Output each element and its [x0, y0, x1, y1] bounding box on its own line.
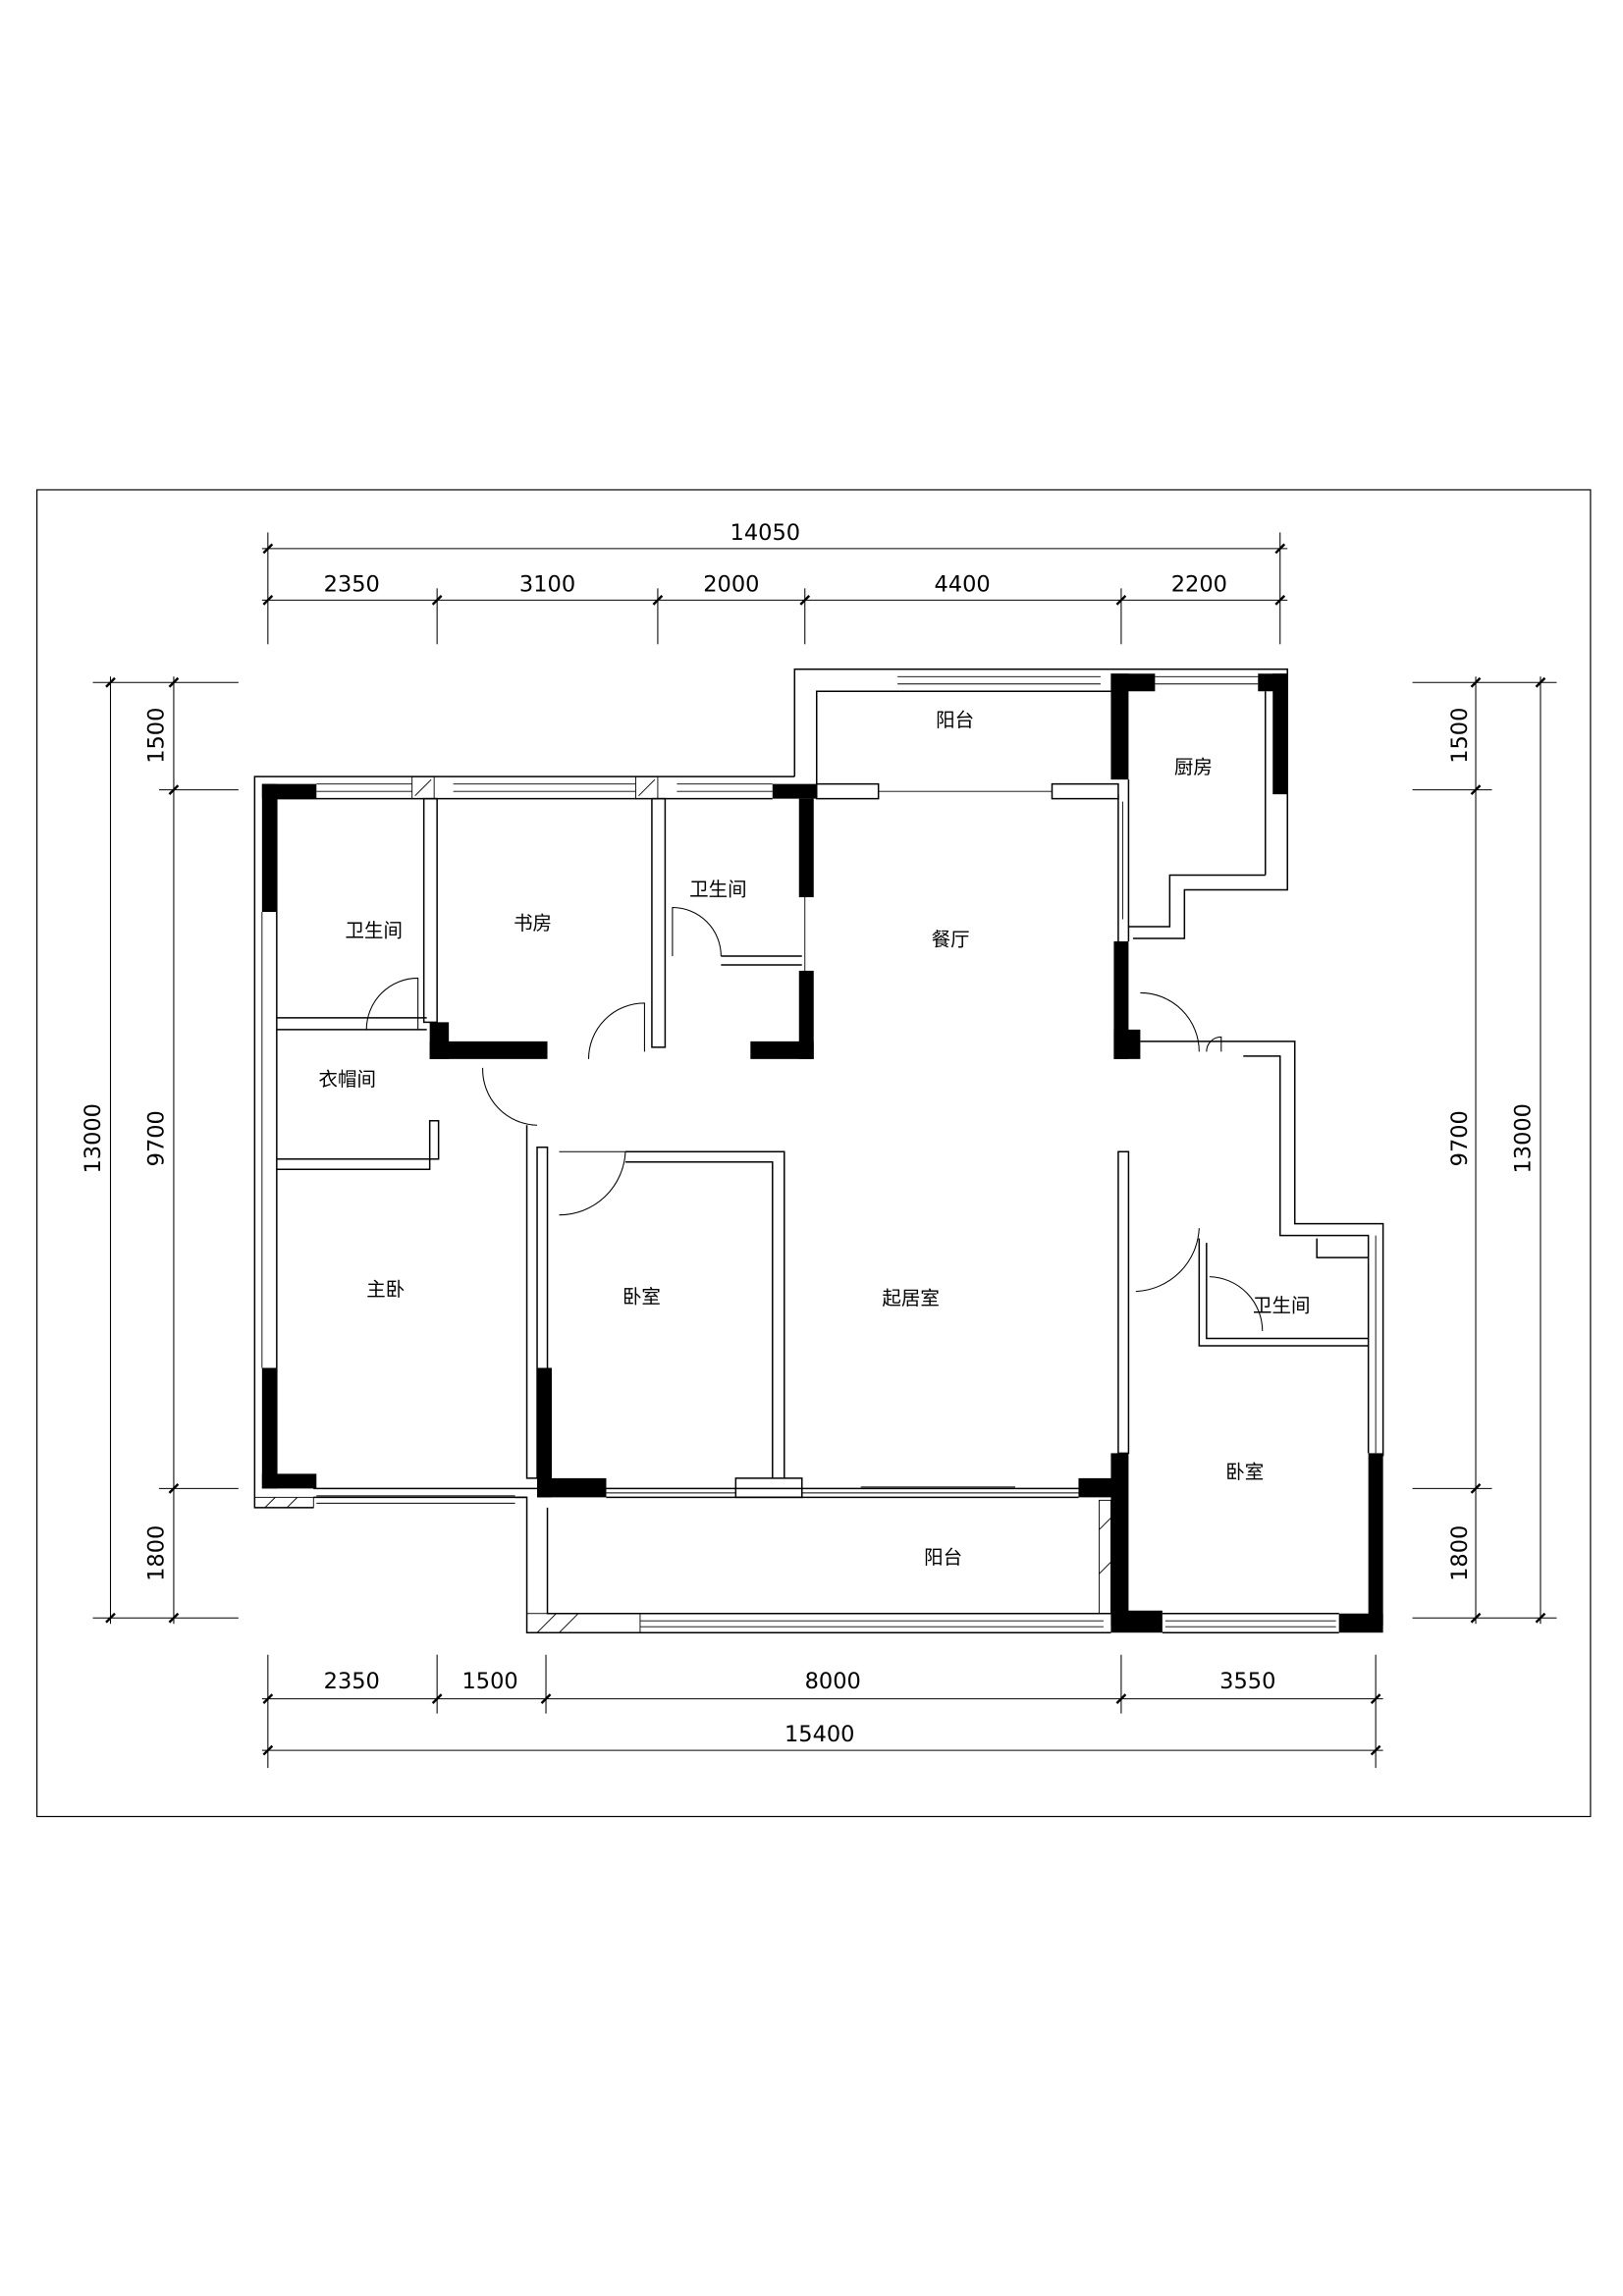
dim-top-segment: 2200 [1171, 571, 1227, 597]
dimension-left [92, 676, 239, 1625]
room-label-bathroom-public: 卫生间 [689, 879, 746, 901]
dim-right-total: 13000 [1510, 1103, 1536, 1173]
room-label-master-bedroom: 主卧 [366, 1278, 405, 1301]
room-label-bedroom-middle: 卧室 [622, 1286, 661, 1308]
hatched-columns [253, 775, 1111, 1633]
dim-left-segment: 1800 [143, 1525, 169, 1581]
structural-columns [261, 673, 1383, 1633]
room-label-living-room: 起居室 [882, 1287, 939, 1309]
dim-top-total: 14050 [730, 520, 800, 546]
room-label-cloakroom: 衣帽间 [319, 1068, 376, 1091]
dim-left-segment: 1500 [143, 708, 169, 764]
dim-right-segment: 9700 [1447, 1110, 1473, 1166]
dim-bottom-total: 15400 [784, 1722, 854, 1747]
dim-bottom-segment: 1500 [462, 1669, 518, 1694]
dim-left-segment: 9700 [143, 1110, 169, 1166]
dimension-bottom [261, 1654, 1383, 1769]
room-label-kitchen: 厨房 [1174, 756, 1213, 778]
dim-top-segment: 4400 [934, 571, 990, 597]
dim-bottom-segment: 3550 [1219, 1669, 1275, 1694]
dim-bottom-segment: 2350 [324, 1669, 380, 1694]
dim-right-segment: 1500 [1447, 708, 1473, 764]
room-label-balcony-south: 阳台 [924, 1546, 962, 1569]
windows [261, 675, 1377, 1628]
room-label-bathroom-east: 卫生间 [1253, 1295, 1310, 1317]
doors [365, 906, 1264, 1332]
dim-top-segment: 2000 [703, 571, 759, 597]
dim-top-segment: 3100 [519, 571, 575, 597]
dim-bottom-segment: 8000 [805, 1669, 861, 1694]
room-label-balcony-north: 阳台 [936, 709, 974, 731]
dim-top-segment: 2350 [324, 571, 380, 597]
room-label-bedroom-east: 卧室 [1225, 1461, 1264, 1483]
room-label-bathroom-master: 卫生间 [346, 919, 403, 941]
room-label-study: 书房 [514, 912, 552, 934]
drawing-frame [35, 489, 1592, 1818]
walls [253, 668, 1384, 1633]
dimension-top [261, 532, 1288, 645]
dim-left-total: 13000 [81, 1103, 106, 1173]
room-label-dining: 餐厅 [932, 928, 970, 950]
dim-right-segment: 1800 [1447, 1525, 1473, 1581]
dimension-right [1412, 676, 1557, 1625]
